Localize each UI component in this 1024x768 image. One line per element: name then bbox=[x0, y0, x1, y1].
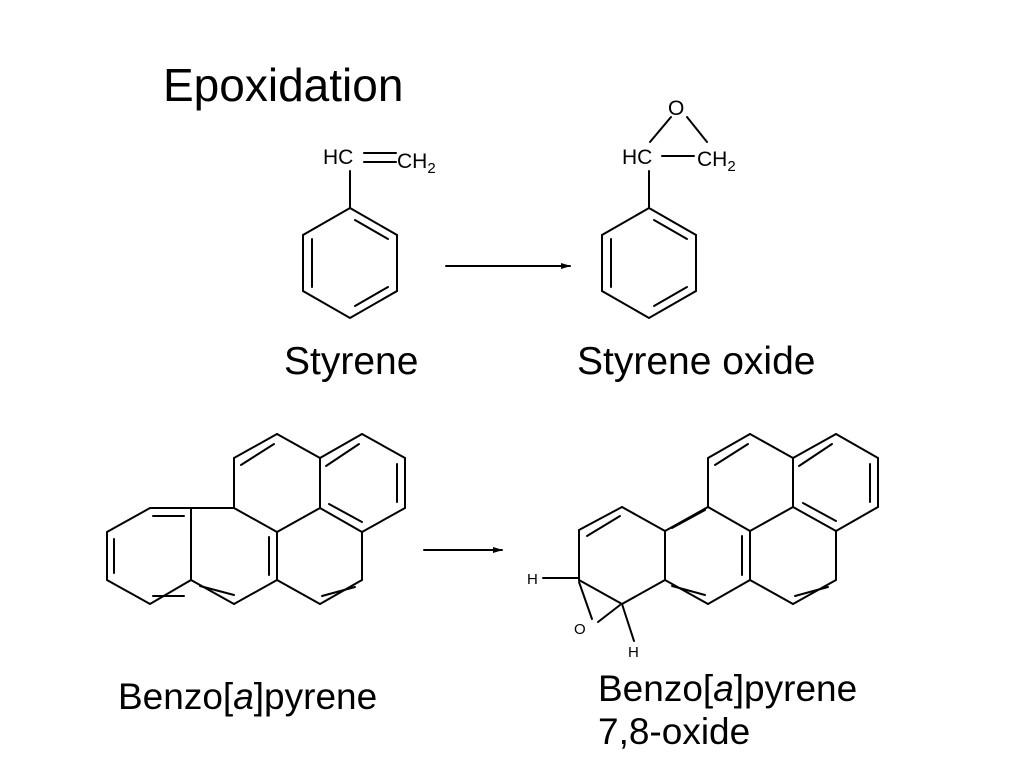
benzo-a-pyrene-oxide-label-line1: Benzo[a]pyrene bbox=[598, 668, 858, 709]
epoxide-bond-right bbox=[686, 116, 708, 143]
styrene-oxide-benzene-ring bbox=[601, 206, 697, 320]
styrene-benzene-ring bbox=[302, 206, 398, 320]
styrene-hc-label: HC bbox=[323, 146, 353, 169]
benzo-a-pyrene-label: Benzo[a]pyrene bbox=[118, 676, 378, 717]
styrene-oxide-ch2-label: CH2 bbox=[697, 148, 736, 175]
bapo-o-label: O bbox=[574, 621, 586, 638]
epoxide-bond-upper bbox=[578, 581, 593, 620]
bapo-h2-label: H bbox=[628, 644, 639, 661]
styrene-structure: HC CH2 bbox=[302, 146, 436, 320]
styrene-oxide-hc-label: HC bbox=[622, 146, 652, 169]
benzo-a-pyrene-oxide-structure: H O H bbox=[527, 433, 879, 661]
epoxide-bond-lower bbox=[597, 604, 621, 623]
styrene-oxide-label: Styrene oxide bbox=[577, 340, 816, 383]
styrene-oxide-structure: O HC CH2 bbox=[601, 97, 736, 320]
styrene-label: Styrene bbox=[284, 340, 419, 383]
bapo-h1-label: H bbox=[527, 571, 538, 588]
styrene-ch2-label: CH2 bbox=[397, 150, 436, 177]
h-bond-2 bbox=[621, 603, 635, 642]
styrene-oxide-o-label: O bbox=[668, 97, 684, 120]
epoxide-bond-left bbox=[649, 116, 672, 143]
benzo-a-pyrene-oxide-label-line2: 7,8-oxide bbox=[598, 711, 751, 752]
benzo-a-pyrene-structure bbox=[106, 433, 406, 606]
page-title: Epoxidation bbox=[163, 59, 404, 111]
